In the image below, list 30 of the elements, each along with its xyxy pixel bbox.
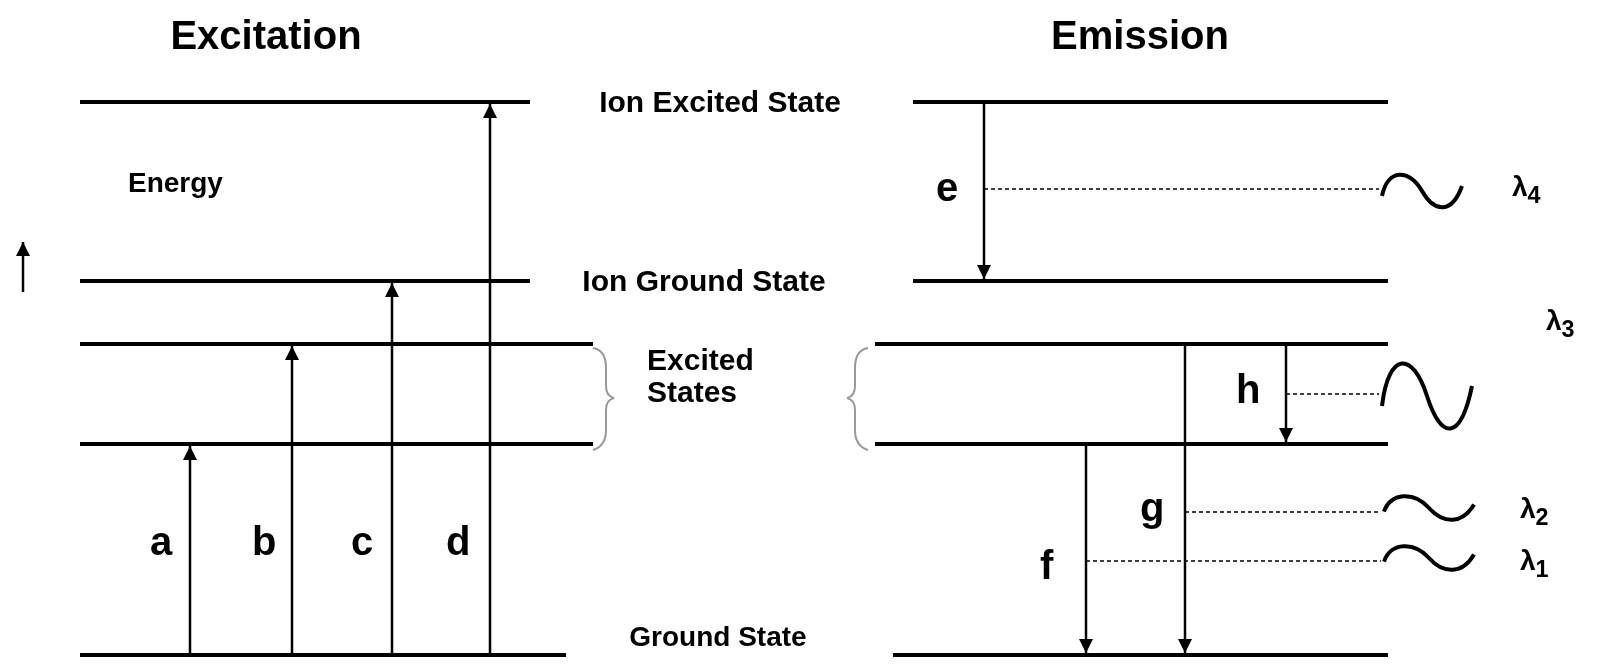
edge-label: d [446, 520, 471, 562]
transition-arrow [1079, 446, 1093, 653]
edge-label: a [150, 520, 173, 562]
transition-arrow [285, 346, 299, 653]
edge-label: f [1040, 544, 1054, 586]
transition-arrow [1279, 346, 1293, 442]
wavelength-label: λ$_{4}$ [1512, 172, 1541, 208]
dashed-line [983, 188, 1380, 190]
level-label: Ion Excited State [599, 86, 841, 118]
wavelength-label: λ$_{3}$ [1546, 306, 1575, 342]
edge-label: e [936, 166, 959, 208]
dashed-line [1085, 560, 1382, 562]
axis-label: Energy [128, 168, 223, 198]
section-title: Emission [1051, 14, 1229, 56]
edge-label: c [351, 520, 374, 562]
edge-label: h [1236, 368, 1261, 410]
edge-label: g [1140, 486, 1165, 528]
wavelength-label: λ$_{1}$ [1520, 546, 1549, 582]
wavelength-label: λ$_{2}$ [1520, 494, 1549, 530]
level-label: Ion Ground State [582, 265, 826, 297]
transition-arrow [1178, 346, 1192, 653]
transition-arrow [183, 446, 197, 653]
dashed-line [1285, 393, 1380, 395]
transition-arrow [977, 104, 991, 279]
level-label: Ground State [629, 622, 807, 652]
edge-label: b [252, 520, 277, 562]
level-label: Excited States [647, 344, 755, 407]
transition-arrow [385, 283, 399, 653]
transition-arrow [483, 104, 497, 653]
section-title: Excitation [170, 14, 362, 56]
